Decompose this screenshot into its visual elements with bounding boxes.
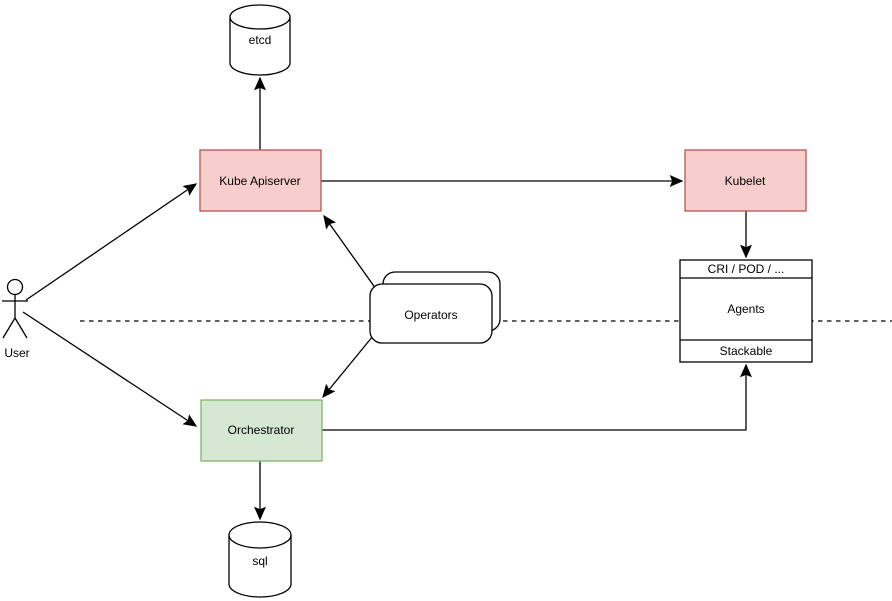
sql-node[interactable]: sql	[228, 521, 292, 598]
kubelet-label: Kubelet	[725, 174, 766, 188]
kube-apiserver-label: Kube Apiserver	[219, 174, 300, 188]
edge-operators-to-orchestrator[interactable]	[322, 335, 374, 399]
edge-user-to-apiserver[interactable]	[25, 183, 198, 301]
edge-orchestrator-to-agents[interactable]	[322, 363, 753, 431]
orchestrator-label: Orchestrator	[228, 423, 295, 437]
operators-node[interactable]: Operators	[369, 271, 501, 344]
etcd-node[interactable]: etcd	[229, 4, 291, 76]
kubelet-node[interactable]: Kubelet	[684, 149, 807, 212]
user-actor-right-leg	[14, 317, 28, 339]
sql-label: sql	[252, 554, 267, 568]
etcd-label: etcd	[249, 33, 272, 47]
sql-cylinder-lip	[228, 534, 292, 549]
sql-cylinder-shape[interactable]	[228, 521, 292, 598]
user-actor-left-leg	[2, 317, 16, 339]
etcd-cylinder-shape[interactable]	[229, 4, 291, 76]
etcd-cylinder-lip	[229, 16, 291, 30]
agents-stack-middle-label: Agents	[727, 302, 764, 316]
operators-front-box[interactable]	[369, 283, 493, 344]
edge-user-to-orchestrator[interactable]	[22, 311, 198, 427]
agents-stack-box[interactable]	[679, 259, 813, 363]
operators-label: Operators	[404, 308, 457, 322]
kube-apiserver-node[interactable]: Kube Apiserver	[199, 149, 322, 212]
orchestrator-box[interactable]	[200, 399, 323, 462]
user-actor-label: User	[4, 346, 29, 360]
agents-stack-bottom-label: Stackable	[720, 344, 773, 358]
orchestrator-node[interactable]: Orchestrator	[200, 399, 323, 462]
edge-operators-to-apiserver[interactable]	[323, 214, 377, 290]
agents-stack-node[interactable]: CRI / POD / ... Agents Stackable	[679, 259, 813, 363]
kubelet-box[interactable]	[684, 149, 807, 212]
user-actor-head	[6, 278, 24, 296]
agents-stack-top-label: CRI / POD / ...	[708, 262, 785, 276]
user-actor-node[interactable]: User	[2, 278, 30, 361]
kube-apiserver-box[interactable]	[199, 149, 322, 212]
